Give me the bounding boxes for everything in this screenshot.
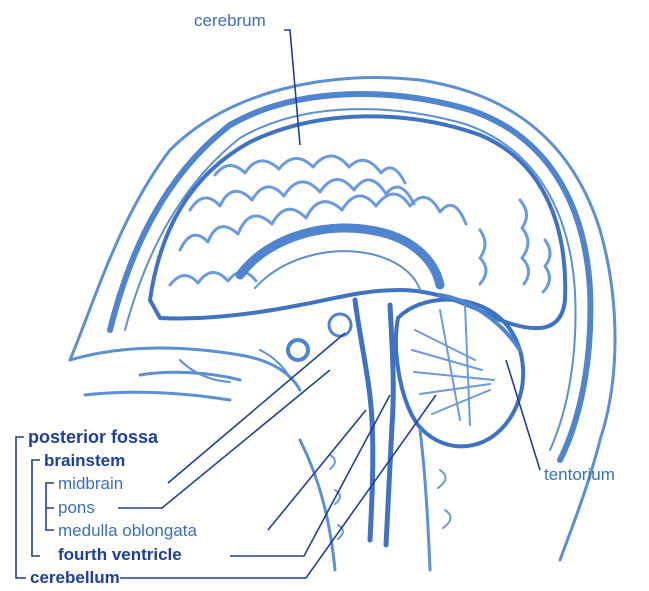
corpus-callosum [240, 228, 440, 285]
label-cerebrum: cerebrum [194, 12, 266, 29]
cerebellum-folia [412, 305, 494, 425]
gyri [170, 156, 550, 292]
label-medulla-oblongata: medulla oblongata [58, 522, 197, 539]
bracket-posterior-fossa [16, 437, 26, 578]
leader-midbrain [168, 333, 345, 483]
face-region [70, 348, 300, 400]
label-pons: pons [58, 499, 95, 516]
pituitary [288, 340, 308, 360]
label-brainstem: brainstem [44, 452, 125, 469]
bracket-brainstem [32, 460, 40, 556]
cerebrum-outline [150, 116, 565, 328]
leader-fourth-ventricle [230, 395, 390, 556]
brainstem-outline [355, 300, 393, 545]
label-midbrain: midbrain [58, 475, 123, 492]
label-fourth-ventricle: fourth ventricle [58, 546, 182, 563]
label-posterior-fossa: posterior fossa [28, 428, 158, 446]
label-tentorium: tentorium [544, 466, 615, 483]
bracket-brainstem-parts [46, 483, 54, 530]
label-cerebellum: cerebellum [30, 569, 120, 586]
leader-medulla [268, 410, 366, 530]
spinal-column [300, 430, 430, 570]
